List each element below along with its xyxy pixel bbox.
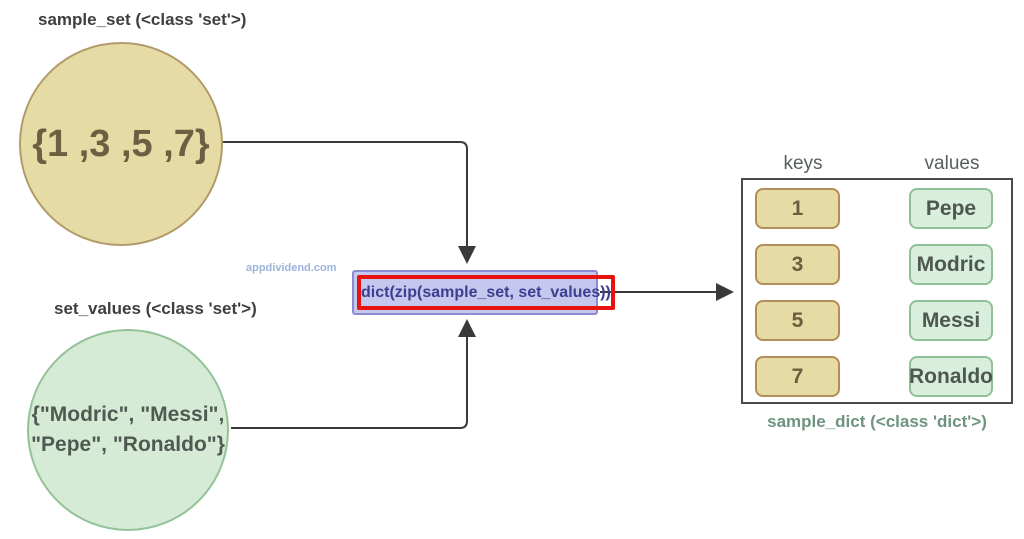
set-values-circle: {"Modric", "Messi", "Pepe", "Ronaldo"} — [27, 329, 229, 531]
result-caption: sample_dict (<class 'dict'>) — [767, 412, 987, 431]
watermark-text: appdividend.com — [246, 262, 337, 274]
value-chip-pepe: Pepe — [909, 188, 993, 229]
result-keys-header: keys — [783, 153, 823, 174]
operation-box: dict(zip(sample_set, set_values)) — [352, 270, 615, 315]
operation-code: dict(zip(sample_set, set_values)) — [361, 283, 611, 301]
sample-set-content: {1 ,3 ,5 ,7} — [32, 122, 210, 165]
operation-highlight-frame: dict(zip(sample_set, set_values)) — [357, 275, 615, 310]
arrow-sample-set-to-operation — [223, 141, 476, 264]
set-values-content-line1: {"Modric", "Messi", — [31, 402, 225, 426]
key-chip-5: 5 — [755, 300, 840, 341]
key-chip-1: 1 — [755, 188, 840, 229]
set-values-label: set_values (<class 'set'>) — [54, 299, 257, 318]
sample-set-label: sample_set (<class 'set'>) — [38, 10, 247, 29]
set-values-content: {"Modric", "Messi", "Pepe", "Ronaldo"} — [31, 400, 225, 461]
key-chip-3: 3 — [755, 244, 840, 285]
key-chip-7: 7 — [755, 356, 840, 397]
sample-set-circle: {1 ,3 ,5 ,7} — [19, 42, 223, 246]
value-chip-ronaldo: Ronaldo — [909, 356, 993, 397]
result-values-header: values — [924, 153, 980, 174]
value-chip-messi: Messi — [909, 300, 993, 341]
set-values-content-line2: "Pepe", "Ronaldo"} — [31, 433, 225, 456]
value-chip-modric: Modric — [909, 244, 993, 285]
arrow-set-values-to-operation — [231, 319, 476, 429]
